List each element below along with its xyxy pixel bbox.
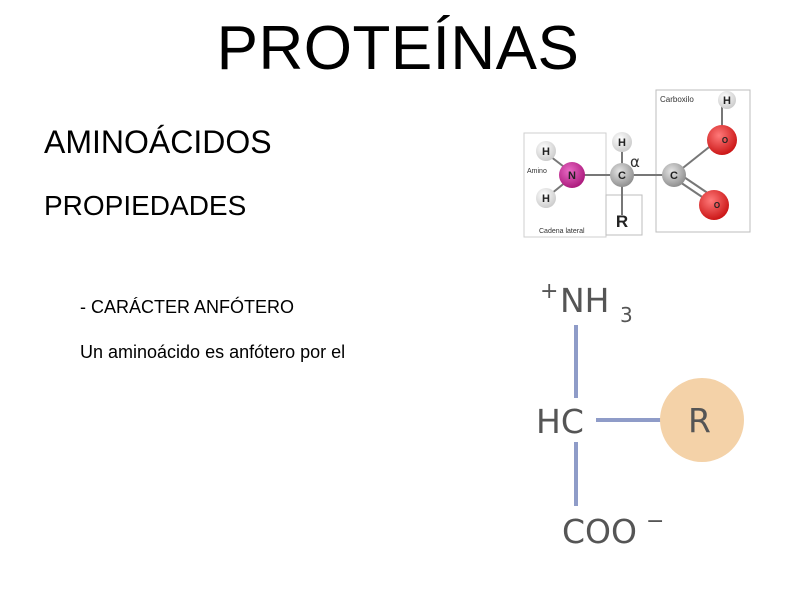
- svg-text:O: O: [722, 136, 728, 145]
- oxygen-atom-top: O: [707, 125, 737, 155]
- carboxylate-charge: −: [646, 509, 664, 534]
- svg-text:N: N: [568, 170, 576, 182]
- amine-subscript: 3: [620, 303, 633, 327]
- hydrogen-atom-top: H: [536, 141, 556, 161]
- hydrogen-atom-carboxyl: H: [718, 91, 736, 109]
- oxygen-atom-bottom: O: [699, 190, 729, 220]
- svg-text:H: H: [618, 137, 626, 149]
- zwitterion-figure: + NH 3 HC COO − R: [536, 279, 744, 551]
- svg-text:R: R: [616, 212, 628, 231]
- svg-text:O: O: [714, 201, 720, 210]
- amine-charge: +: [540, 279, 558, 304]
- side-chain-label: Cadena lateral: [539, 228, 585, 235]
- carboxylate-group: COO: [562, 512, 637, 551]
- amine-group: NH: [560, 281, 610, 320]
- svg-text:C: C: [670, 170, 678, 182]
- alpha-label: α: [630, 153, 640, 171]
- nitrogen-atom: N: [559, 162, 585, 188]
- r-group-circle: [660, 378, 744, 462]
- r-group-label: R: [688, 401, 711, 440]
- carboxilo-label: Carboxilo: [660, 95, 694, 104]
- carboxyl-carbon-atom: C: [662, 163, 686, 187]
- hydrogen-atom-alpha: H: [612, 132, 632, 152]
- svg-text:H: H: [542, 193, 550, 205]
- hydrogen-atom-bottom: H: [536, 188, 556, 208]
- bullet-caracter-anfotero: - CARÁCTER ANFÓTERO: [80, 297, 295, 317]
- body-text: Un aminoácido es anfótero por el: [80, 342, 346, 362]
- slide-title: PROTEÍNAS: [216, 14, 580, 83]
- side-chain-box: [605, 194, 643, 236]
- svg-text:C: C: [618, 170, 626, 182]
- amino-label: Amino: [527, 168, 547, 175]
- svg-text:H: H: [542, 146, 550, 158]
- alpha-carbon-atom: C: [610, 163, 634, 187]
- heading-propiedades: PROPIEDADES: [44, 190, 247, 221]
- svg-text:H: H: [723, 95, 731, 107]
- amino-acid-structure-figure: Carboxilo Amino Cadena lateral α H H N H…: [523, 89, 751, 238]
- r-group-atom: R: [616, 212, 628, 231]
- alpha-carbon-hc: HC: [536, 402, 584, 441]
- heading-aminoacidos: AMINOÁCIDOS: [44, 124, 272, 160]
